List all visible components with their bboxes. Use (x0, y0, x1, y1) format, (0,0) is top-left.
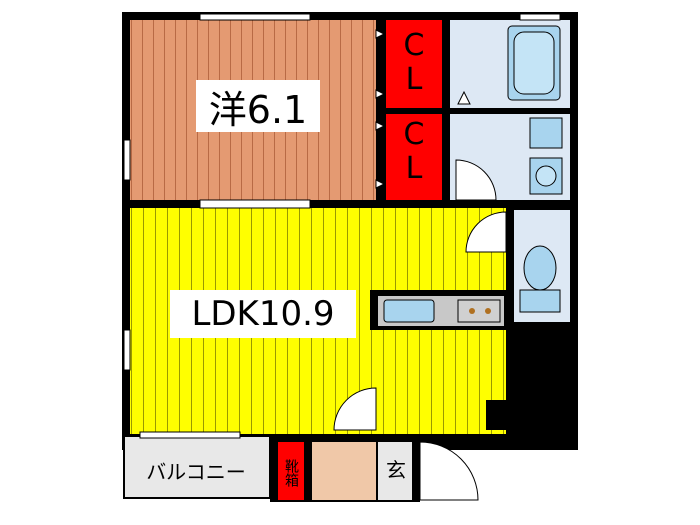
shoe-cabinet-label: 靴箱 (283, 459, 299, 487)
kitchen-stove (457, 299, 501, 323)
closet-door-marks (375, 29, 386, 189)
ldk-door-swing (465, 211, 507, 253)
closet-1-letter-l: L (405, 62, 423, 97)
closet-2-label: C L (392, 113, 436, 191)
washbasin (529, 117, 563, 149)
closet-1-letter-c: C (403, 28, 425, 63)
washroom-door-swing (455, 159, 497, 201)
kitchen-sink (383, 299, 435, 323)
balcony-label: バルコニー (146, 459, 246, 484)
genkan-floor (378, 442, 412, 500)
closet-2-floor (386, 114, 442, 200)
entry-hall-floor (312, 442, 376, 500)
stove-burner-2 (485, 308, 491, 314)
toilet-tank (519, 289, 561, 313)
entry-door-swing (419, 441, 479, 501)
fridge-space (486, 400, 506, 430)
closet-1-floor (386, 20, 442, 108)
washing-machine-drum (535, 165, 557, 187)
stove-burner-1 (469, 308, 475, 314)
windows (123, 13, 561, 439)
shoe-cabinet-floor (278, 442, 304, 500)
hall-door-swing (333, 387, 377, 431)
bathroom-door-mark (457, 90, 471, 105)
closet-2-letter-l: L (405, 151, 423, 186)
entrance-label: 玄 (386, 457, 406, 482)
ldk-floor-cut (506, 208, 514, 328)
balcony-floor (123, 435, 271, 499)
western-room-label: 洋6.1 (196, 80, 320, 132)
closet-2-letter-c: C (403, 117, 425, 152)
ldk-room-label: LDK10.9 (170, 290, 356, 338)
closet-1-label: C L (392, 24, 436, 102)
bathtub-inner (513, 31, 555, 95)
toilet-bowl (523, 245, 557, 291)
